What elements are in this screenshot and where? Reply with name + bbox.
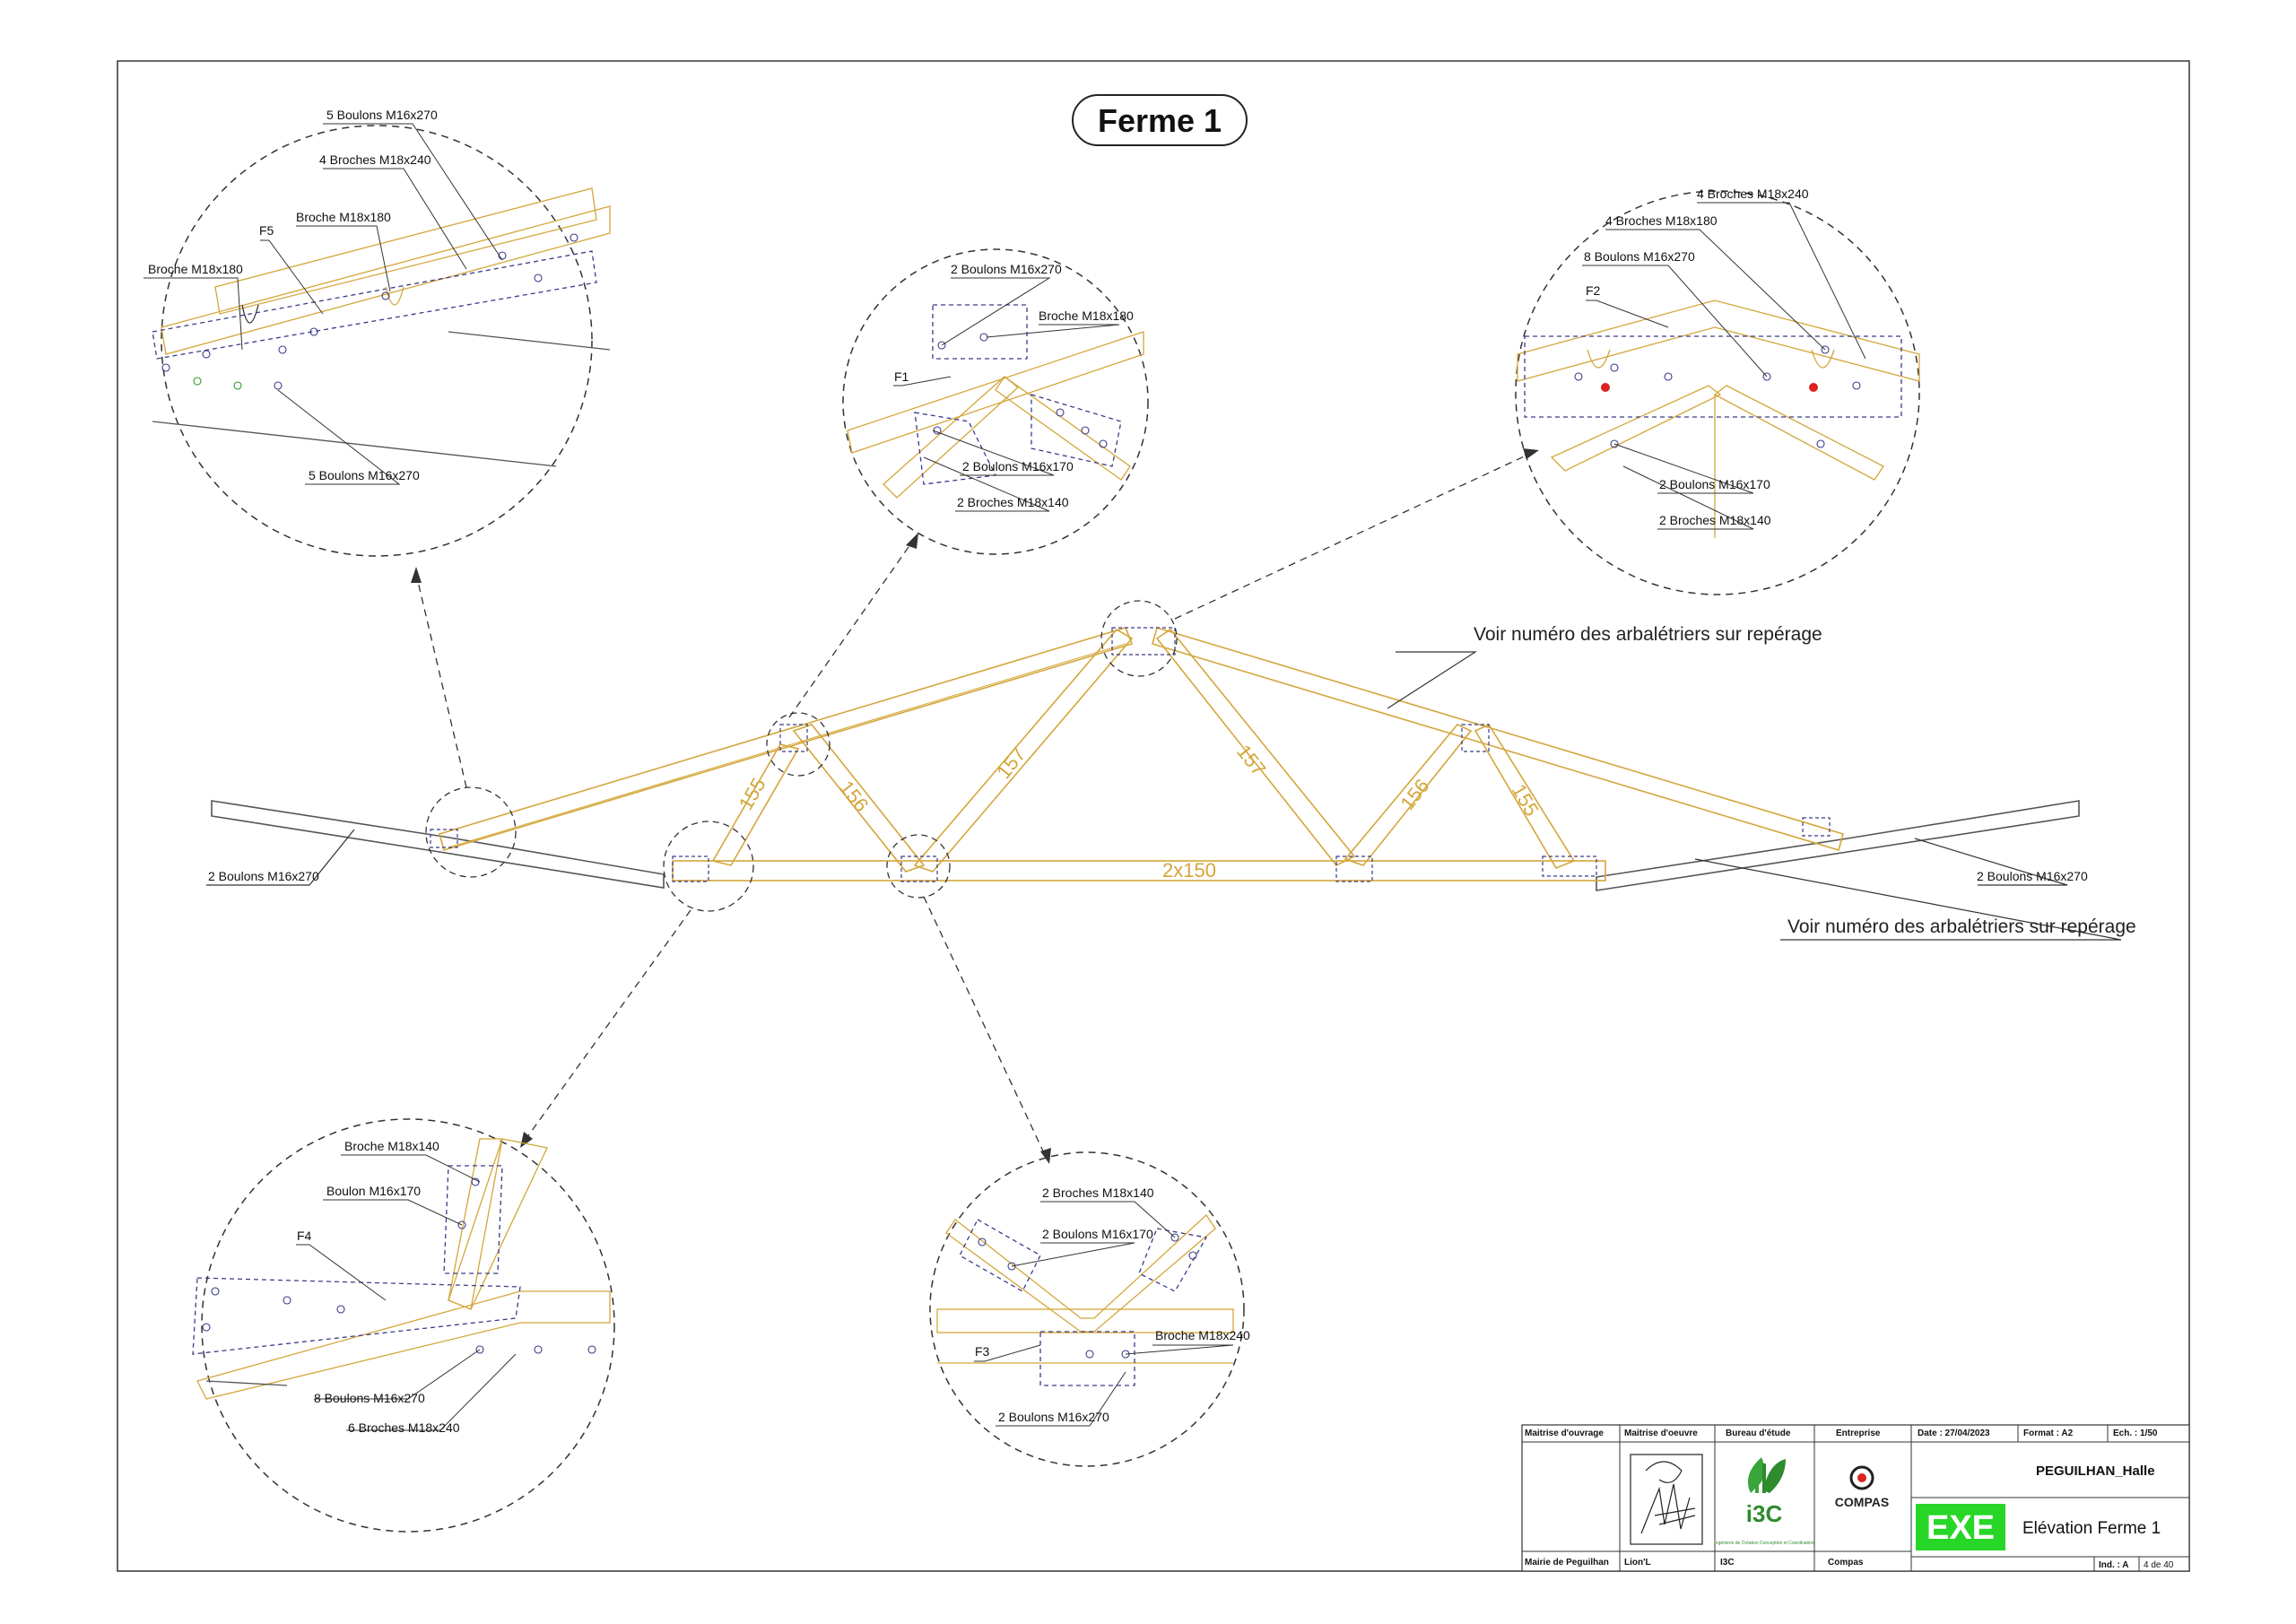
tb-owner: Mairie de Peguilhan <box>1525 1558 1609 1568</box>
label: Broche M18x180 <box>148 262 243 276</box>
tb-format: Format : A2 <box>2023 1429 2074 1438</box>
arrow-heads <box>411 448 1539 1164</box>
label: Broche M18x180 <box>296 210 391 224</box>
label: 5 Boulons M16x270 <box>326 108 438 122</box>
member-label: 156 <box>835 777 873 816</box>
tb-date: Date : 27/04/2023 <box>1918 1429 1990 1438</box>
compas-logo-text: COMPAS <box>1835 1495 1889 1509</box>
label: 2 Boulons M16x270 <box>951 262 1062 276</box>
note-leaders <box>206 651 2122 941</box>
label: 2 Broches M18x140 <box>1659 513 1771 527</box>
label: 4 Broches M18x240 <box>319 152 431 167</box>
label: Broche M18x180 <box>1039 308 1134 323</box>
i3c-logo-subtitle: Ingénierie de Création Conception et Coo… <box>1714 1541 1813 1546</box>
tb-scale: Ech. : 1/50 <box>2113 1429 2158 1438</box>
detail-f3: 2 Broches M18x140 2 Boulons M16x170 F3 B… <box>929 1151 1250 1467</box>
detail-arrows <box>415 452 1533 1158</box>
tb-office-header: Bureau d'étude <box>1726 1429 1791 1438</box>
label: Broche M18x140 <box>344 1139 439 1153</box>
i3c-logo: i3C Ingénierie de Création Conception et… <box>1714 1457 1814 1546</box>
label: Boulon M16x170 <box>326 1184 421 1198</box>
label: 5 Boulons M16x270 <box>309 468 420 482</box>
note-left-bolts: 2 Boulons M16x270 <box>208 869 319 883</box>
label: F3 <box>975 1344 990 1359</box>
label: F1 <box>894 369 909 384</box>
sheet-border <box>117 60 2190 1572</box>
tb-architect: Lion'L <box>1624 1558 1651 1568</box>
label: 4 Broches M18x180 <box>1605 213 1718 228</box>
label: Broche M18x240 <box>1155 1328 1250 1342</box>
compas-logo: COMPAS <box>1835 1465 1889 1509</box>
exe-badge <box>1916 1504 2005 1550</box>
tb-office: I3C <box>1720 1558 1735 1568</box>
member-label: 156 <box>1396 775 1433 814</box>
label: 6 Broches M18x240 <box>348 1420 460 1435</box>
label: 2 Boulons M16x170 <box>1042 1227 1153 1241</box>
i3c-logo-text: i3C <box>1746 1500 1783 1527</box>
tb-company-header: Entreprise <box>1836 1429 1881 1438</box>
page-title: Ferme 1 <box>1098 102 1222 139</box>
label: F5 <box>259 223 274 238</box>
label: 2 Broches M18x140 <box>957 495 1069 509</box>
architect-logo <box>1630 1454 1703 1545</box>
member-label: 155 <box>1508 780 1544 820</box>
label: 2 Broches M18x140 <box>1042 1185 1154 1200</box>
label: 2 Boulons M16x170 <box>962 459 1074 473</box>
tb-stage: EXE <box>1926 1509 1995 1547</box>
title-block: Maitrise d'ouvrage Maitrise d'oeuvre Bur… <box>1521 1424 2190 1572</box>
detail-f2: 4 Broches M18x240 4 Broches M18x180 8 Bo… <box>1515 187 1920 595</box>
detail-f5: 5 Boulons M16x270 4 Broches M18x240 Broc… <box>144 108 611 557</box>
main-truss <box>211 600 2080 912</box>
tb-company: Compas <box>1828 1558 1864 1568</box>
label: 8 Boulons M16x270 <box>314 1391 425 1405</box>
label: 2 Boulons M16x270 <box>998 1410 1109 1424</box>
tb-architect-header: Maitrise d'oeuvre <box>1624 1429 1698 1438</box>
member-label: 157 <box>992 743 1030 783</box>
label: F2 <box>1586 283 1601 298</box>
tb-drawing-title: Elévation Ferme 1 <box>2022 1519 2161 1538</box>
tb-owner-header: Maitrise d'ouvrage <box>1525 1429 1604 1438</box>
note-right-bolts: 2 Boulons M16x270 <box>1977 869 2088 883</box>
note-upper: Voir numéro des arbalétriers sur repérag… <box>1474 624 1822 645</box>
detail-f4: Broche M18x140 Boulon M16x170 F4 8 Boulo… <box>192 1118 615 1533</box>
tb-index: Ind. : A <box>2099 1560 2129 1570</box>
tb-sheet: 4 de 40 <box>2144 1560 2174 1570</box>
title-pill: Ferme 1 <box>1072 94 1248 146</box>
label: 4 Broches M18x240 <box>1697 187 1809 201</box>
member-label: 2x150 <box>1162 859 1216 881</box>
tb-project: PEGUILHAN_Halle <box>2036 1463 2155 1479</box>
label: 8 Boulons M16x270 <box>1584 249 1695 264</box>
note-lower: Voir numéro des arbalétriers sur repérag… <box>1787 916 2136 937</box>
label: 2 Boulons M16x170 <box>1659 477 1770 491</box>
label: F4 <box>297 1229 312 1243</box>
detail-f1: 2 Boulons M16x270 Broche M18x180 F1 2 Bo… <box>842 248 1149 555</box>
